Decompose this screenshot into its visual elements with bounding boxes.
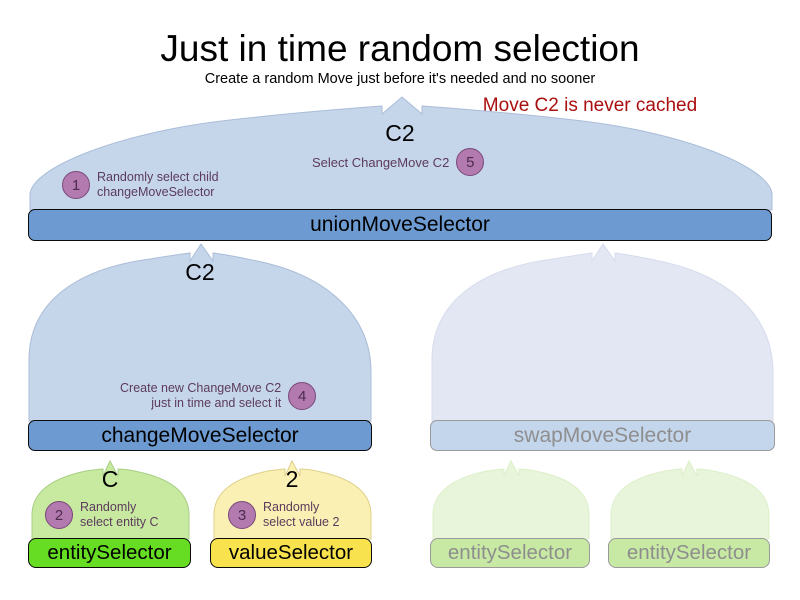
step-text-1: Randomly select child changeMoveSelector xyxy=(97,170,219,199)
step-badge-3: 3 xyxy=(228,501,256,529)
flow-label-middle: C2 xyxy=(185,259,215,285)
flow-label-entity: C xyxy=(101,466,119,492)
node-union-move-selector[interactable]: unionMoveSelector xyxy=(28,209,772,241)
node-value-selector-change[interactable]: valueSelector xyxy=(210,538,372,568)
step-badge-4: 4 xyxy=(288,382,317,410)
node-swap-move-selector[interactable]: swapMoveSelector xyxy=(430,420,775,451)
step-text-5: Select ChangeMove C2 xyxy=(312,154,450,170)
page-title: Just in time random selection xyxy=(160,28,640,69)
step-annotation-4: Create new ChangeMove C2 just in time an… xyxy=(120,381,317,411)
flow-label-value: 2 xyxy=(285,466,299,492)
flow-label-top: C2 xyxy=(385,120,415,146)
arrow-swap-to-union xyxy=(431,243,774,422)
step-text-3: Randomly select value 2 xyxy=(263,500,340,529)
node-entity-selector-swap-right[interactable]: entitySelector xyxy=(608,538,770,568)
node-entity-selector-swap-left[interactable]: entitySelector xyxy=(430,538,590,568)
step-text-4: Create new ChangeMove C2 just in time an… xyxy=(120,381,282,410)
arrow-entity3-to-swap xyxy=(610,459,770,540)
step-annotation-1: 1 Randomly select child changeMoveSelect… xyxy=(62,170,219,200)
arrow-entity2-to-swap xyxy=(432,459,590,540)
never-cached-note: Move C2 is never cached xyxy=(482,95,698,116)
step-text-2: Randomly select entity C xyxy=(80,500,159,529)
step-annotation-2: 2 Randomly select entity C xyxy=(45,500,159,530)
node-entity-selector-change[interactable]: entitySelector xyxy=(28,538,191,568)
step-annotation-3: 3 Randomly select value 2 xyxy=(228,500,339,530)
page-subtitle: Create a random Move just before it's ne… xyxy=(204,71,596,87)
step-badge-5: 5 xyxy=(456,148,485,176)
node-change-move-selector[interactable]: changeMoveSelector xyxy=(28,420,372,451)
step-annotation-5: Select ChangeMove C2 5 xyxy=(312,148,485,176)
step-badge-1: 1 xyxy=(62,171,90,199)
step-badge-2: 2 xyxy=(45,501,73,529)
